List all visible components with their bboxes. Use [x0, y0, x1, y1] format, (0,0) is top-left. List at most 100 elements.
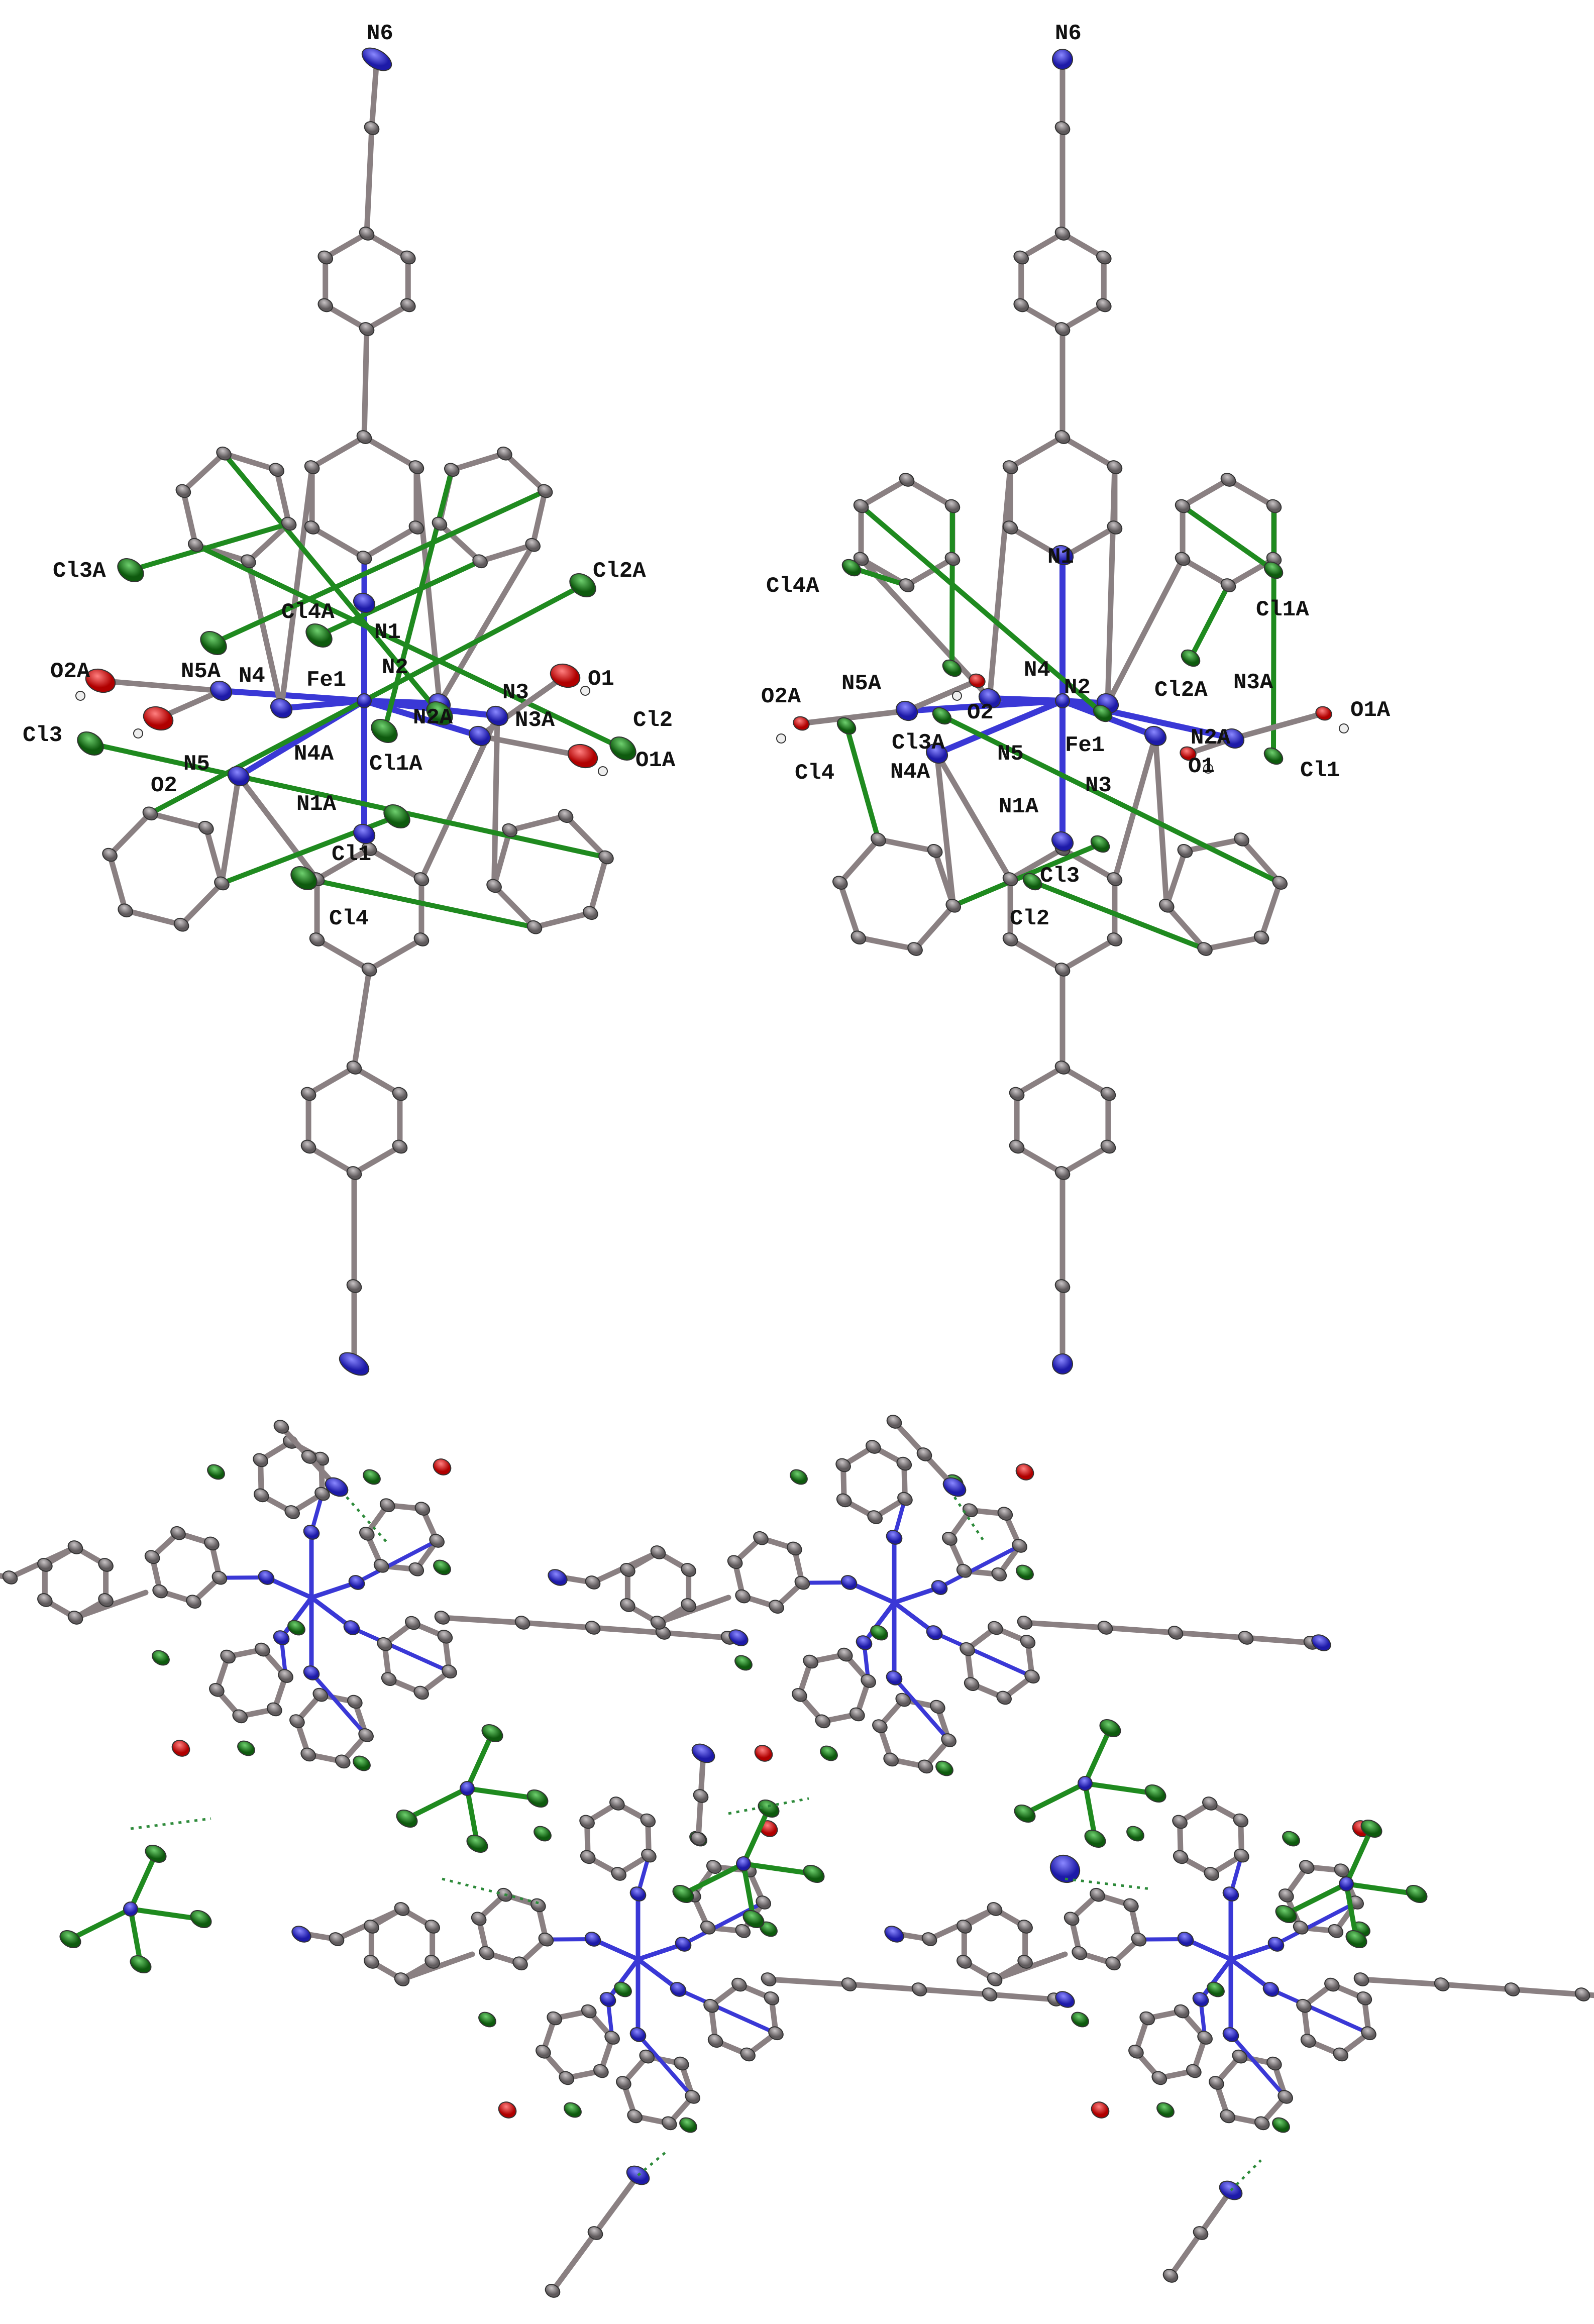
- atom-c: [650, 1545, 666, 1559]
- atom-c: [941, 1733, 957, 1747]
- atom-c: [1017, 1616, 1033, 1630]
- atom-c: [1131, 1932, 1147, 1947]
- atom-c: [335, 1754, 351, 1769]
- atom-n: [584, 1932, 601, 1947]
- atom-cl: [145, 1844, 167, 1863]
- atom-c: [1234, 832, 1249, 847]
- atom-n: [486, 705, 509, 726]
- atom-label-N5: N5: [183, 752, 210, 777]
- atom-c: [1105, 1956, 1121, 1971]
- bond: [323, 231, 370, 260]
- atom-cl: [534, 1826, 552, 1842]
- atom-o: [1315, 706, 1332, 721]
- bond: [1344, 1881, 1419, 1896]
- bond: [934, 751, 1013, 882]
- bond: [1014, 1144, 1066, 1176]
- solvent-molecule: [59, 1844, 212, 1974]
- atom-c: [37, 1593, 53, 1607]
- atom-c: [278, 1669, 293, 1683]
- bond: [1198, 1957, 1233, 2002]
- bond: [1202, 934, 1264, 952]
- bond: [1344, 1881, 1359, 1942]
- bond: [309, 524, 367, 561]
- molecule-top-right: [776, 49, 1349, 1375]
- atom-c: [703, 1998, 719, 2013]
- atom-c: [1009, 1139, 1025, 1154]
- atom-label-N2A: N2A: [413, 705, 453, 730]
- atom-c: [98, 1593, 114, 1607]
- atom-c: [1209, 2076, 1224, 2090]
- atom-label-Cl3A: Cl3A: [53, 559, 106, 584]
- atom-n: [303, 1665, 320, 1680]
- atom-cl: [1090, 835, 1110, 853]
- bond: [351, 967, 372, 1071]
- bond: [477, 733, 586, 759]
- atom-c: [1434, 1977, 1450, 1991]
- crystal-packing-diagram: [0, 1415, 1594, 2298]
- bond: [203, 825, 225, 886]
- atom-c: [1324, 1977, 1340, 1992]
- bond: [837, 880, 862, 940]
- bond: [309, 434, 367, 470]
- atom-c: [211, 1570, 228, 1585]
- atom-c: [424, 1955, 440, 1969]
- bond: [364, 302, 411, 332]
- atom-c: [424, 1920, 440, 1934]
- bond: [314, 936, 372, 973]
- bond: [245, 521, 292, 564]
- bond: [193, 542, 625, 751]
- atom-c: [1234, 1848, 1249, 1863]
- atom-c: [359, 227, 375, 241]
- atom-cl: [1016, 1564, 1034, 1580]
- atom-c: [1002, 460, 1018, 474]
- bond: [477, 673, 568, 739]
- atom-c: [851, 930, 867, 945]
- atom-c: [1220, 578, 1236, 592]
- atom-o: [1015, 1463, 1034, 1481]
- bond: [858, 556, 993, 701]
- atom-cl: [1014, 1804, 1036, 1823]
- atom-n: [303, 1525, 320, 1540]
- atom-label-N6: N6: [1055, 21, 1082, 46]
- atom-c: [300, 1747, 316, 1762]
- atom-c: [593, 2064, 609, 2078]
- atom-c: [872, 1719, 888, 1733]
- hydrogen-bond: [728, 1797, 809, 1815]
- atom-c: [253, 1488, 269, 1503]
- packed-molecule: [0, 1435, 749, 1771]
- atom-c: [841, 1977, 857, 1991]
- atom-c: [377, 1637, 392, 1651]
- bond: [904, 477, 955, 509]
- atom-n: [348, 1575, 365, 1590]
- bond: [916, 1986, 993, 1997]
- bond: [123, 907, 184, 928]
- atom-c: [585, 1575, 601, 1590]
- bond: [491, 713, 500, 889]
- atom-c: [944, 552, 961, 566]
- atom-cl: [609, 736, 636, 761]
- atom-c: [429, 1534, 445, 1548]
- atom-c: [538, 1932, 554, 1947]
- atom-c: [1013, 298, 1029, 312]
- atom-cl: [130, 1955, 152, 1974]
- atom-c: [304, 460, 320, 474]
- atom-c: [1220, 473, 1236, 487]
- atom-c: [358, 1728, 374, 1742]
- atom-n: [691, 1743, 715, 1763]
- bond: [859, 503, 1105, 716]
- atom-c: [547, 2011, 562, 2026]
- atom-cl: [1022, 873, 1042, 891]
- bond: [1284, 1881, 1349, 1917]
- atom-c: [1300, 2034, 1316, 2048]
- atom-n: [459, 1781, 475, 1796]
- bond: [366, 936, 424, 973]
- solvent-molecule: [672, 1799, 825, 1929]
- atom-c: [346, 1166, 362, 1180]
- atom-n: [1222, 1886, 1239, 1902]
- bond: [987, 1991, 1058, 2002]
- bond: [1007, 434, 1066, 470]
- atom-n: [629, 2027, 647, 2042]
- atom-c: [731, 1977, 747, 1992]
- atom-n: [209, 680, 233, 701]
- bond: [858, 477, 910, 509]
